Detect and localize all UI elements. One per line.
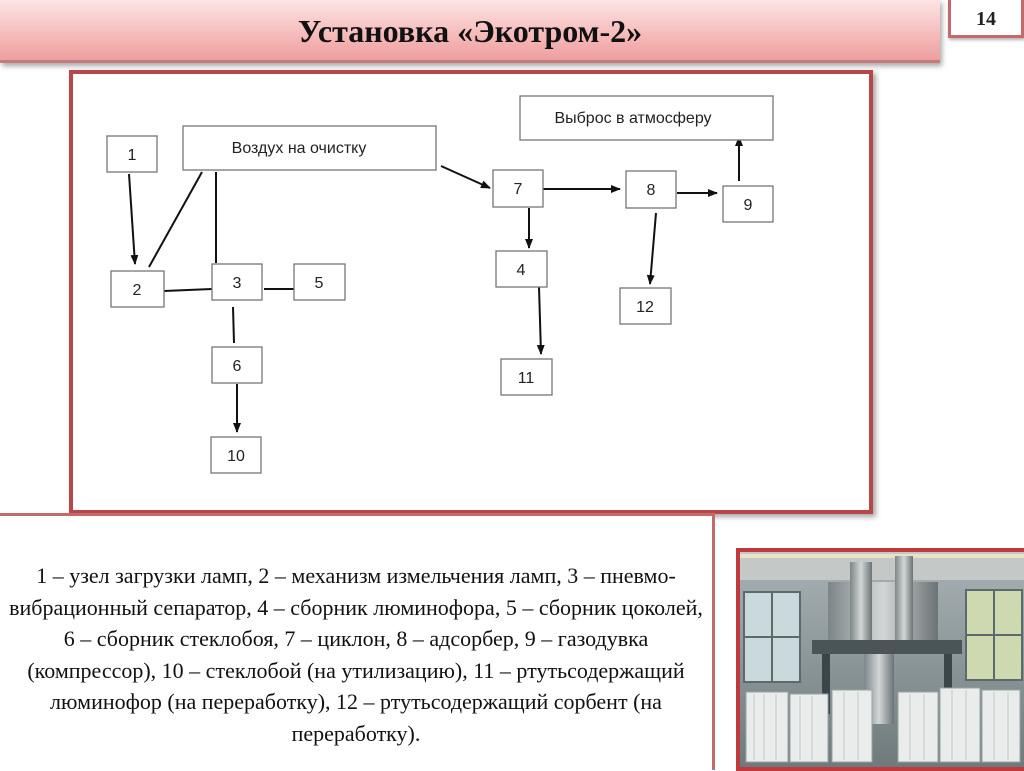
photo-ceiling-lights <box>740 554 1024 558</box>
node-air-box <box>182 125 437 171</box>
node-5-label: 5 <box>315 275 324 292</box>
node-1-label: 1 <box>128 147 137 164</box>
arrow-8-to-12 <box>646 212 657 285</box>
node-3-box <box>211 263 263 301</box>
photo-lamp-bundles <box>745 687 1021 763</box>
arrow-air-to-7 <box>440 165 491 189</box>
node-12-box <box>619 287 672 325</box>
line-3-to-6 <box>232 306 235 344</box>
node-10-box <box>210 436 262 474</box>
node-6-label: 6 <box>233 358 242 375</box>
node-8-label: 8 <box>647 182 656 199</box>
photo-machine-hopper <box>828 582 938 642</box>
node-11-box <box>500 358 553 396</box>
diagram-canvas: Воздух на очистку Выброс в атмосферу 1 2… <box>106 95 774 474</box>
node-12-label: 12 <box>636 299 654 316</box>
legend-text: 1 – узел загрузки ламп, 2 – механизм изм… <box>9 563 703 746</box>
node-6-box <box>211 346 263 384</box>
connectors <box>128 136 743 433</box>
node-7-box <box>492 169 544 208</box>
node-7-label: 7 <box>514 181 523 198</box>
legend-box: 1 – узел загрузки ламп, 2 – механизм изм… <box>0 513 715 770</box>
node-9-box <box>722 185 774 223</box>
node-exhaust-label: Выброс в атмосферу <box>554 110 711 127</box>
arrow-4-to-11 <box>536 286 545 355</box>
title-bar <box>0 0 940 63</box>
node-2-label: 2 <box>133 282 142 299</box>
line-air-to-2 <box>148 171 203 268</box>
plant-photo-image <box>740 552 1024 767</box>
photo-pipe <box>850 562 872 642</box>
line-2-to-3 <box>163 288 213 292</box>
node-4-label: 4 <box>517 262 526 279</box>
process-diagram: Воздух на очистку Выброс в атмосферу 1 2… <box>69 70 873 514</box>
node-4-box <box>495 250 548 288</box>
page-number: 14 <box>948 0 1024 38</box>
node-9-label: 9 <box>744 197 753 214</box>
photo-platform <box>812 640 962 654</box>
node-10-label: 10 <box>227 448 245 465</box>
node-2-box <box>110 270 165 308</box>
node-3-label: 3 <box>233 275 242 292</box>
node-8-box <box>625 170 677 209</box>
node-1-box <box>106 135 158 173</box>
slide-title: Установка «Экотром-2» <box>297 13 643 49</box>
node-air-label: Воздух на очистку <box>232 140 367 157</box>
node-5-box <box>293 263 346 301</box>
arrow-1-to-2 <box>128 173 139 265</box>
plant-photo <box>736 548 1024 771</box>
node-11-label: 11 <box>518 370 535 387</box>
node-exhaust-box <box>519 95 774 141</box>
